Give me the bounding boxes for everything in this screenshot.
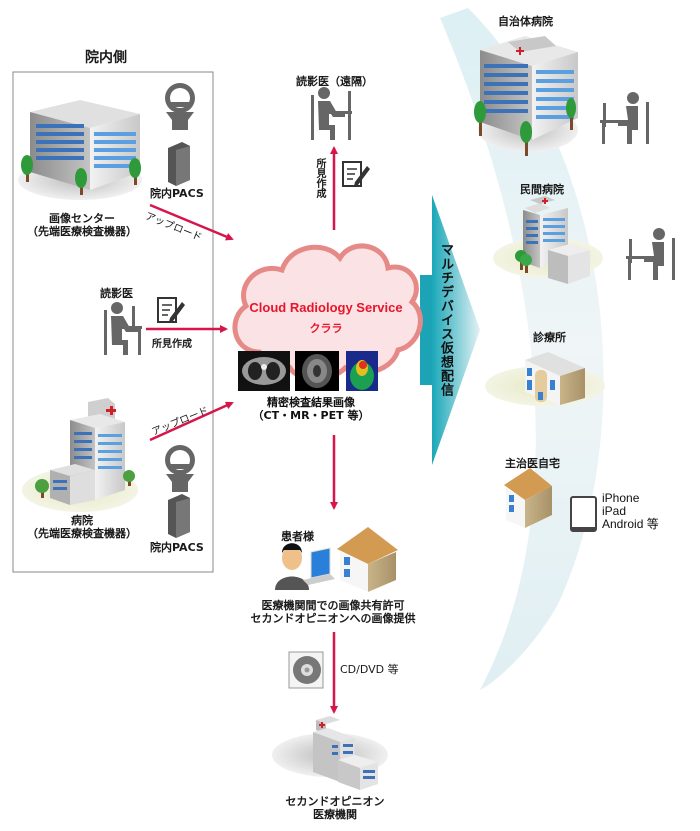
report-edit-icon <box>342 161 370 187</box>
mri-scanner-icon <box>165 83 195 130</box>
device-list: iPhone iPad Android 等 <box>602 491 659 531</box>
cloud-service-name: Cloud Radiology Service <box>249 300 403 315</box>
radiologist-desk-icon <box>104 302 142 355</box>
destination-label-municipal-hospital: 自治体病院 <box>498 15 553 28</box>
remote-radiologist-desk-icon <box>311 87 352 140</box>
second-opinion-label: セカンドオピニオン 医療機関 <box>285 795 385 821</box>
doctor-desk-icon <box>626 228 675 280</box>
report-label-remote: 所見作成 <box>314 158 325 198</box>
private-hospital-building-icon <box>493 196 603 284</box>
patient-with-laptop-icon <box>275 543 335 590</box>
tablet-device-icon <box>570 496 597 532</box>
destination-label-private-hospital: 民間病院 <box>520 183 564 196</box>
mr-scan-thumbnail <box>295 351 339 391</box>
report-edit-icon <box>157 297 185 323</box>
cd-dvd-icon <box>288 651 324 689</box>
pacs-label-bottom: 院内PACS <box>150 541 204 554</box>
doctor-desk-icon <box>600 92 649 144</box>
hospital-building-icon <box>22 398 138 512</box>
multi-device-distribution-label: マルチデバイス仮想配信 <box>438 243 453 397</box>
destination-label-clinic: 診療所 <box>533 331 566 344</box>
municipal-hospital-building-icon <box>474 36 578 156</box>
imaging-center-label: 画像センター （先端医療検査機器） <box>27 212 137 238</box>
upload-arrow-bottom <box>149 401 234 442</box>
doctor-home-icon <box>504 468 552 528</box>
destination-label-doctor-home: 主治医自宅 <box>505 457 560 470</box>
in-hospital-title: 院内側 <box>85 50 127 66</box>
distribution-arrow <box>432 195 480 465</box>
in-hospital-box <box>12 71 214 573</box>
scan-images-caption: 精密検査結果画像 （CT・MR・PET 等） <box>252 396 370 422</box>
patient-label: 患者様 <box>281 530 314 543</box>
upload-arrow-top <box>149 203 234 241</box>
pacs-server-icon <box>168 142 190 186</box>
remote-radiologist-label: 読影医（遠隔） <box>296 75 373 88</box>
clinic-building-icon <box>485 352 605 406</box>
patient-caption: 医療機関間での画像共有許可 セカンドオピニオンへの画像提供 <box>250 599 416 625</box>
patient-home-icon <box>337 527 398 592</box>
imaging-center-building-icon <box>18 100 142 200</box>
distribution-arrow-stem <box>420 275 432 385</box>
second-opinion-hospital-icon <box>272 716 388 790</box>
mri-scanner-icon <box>165 445 195 492</box>
report-label-left: 所見作成 <box>152 339 192 350</box>
hospital-label: 病院 （先端医療検査機器） <box>27 514 137 540</box>
cloud-brand-name: クララ <box>309 322 343 335</box>
pacs-label-top: 院内PACS <box>150 187 204 200</box>
radiologist-label: 読影医 <box>100 287 133 300</box>
pet-scan-thumbnail <box>346 351 378 391</box>
ct-scan-thumbnail <box>238 351 290 391</box>
pacs-server-icon <box>168 494 190 538</box>
distribution-arc <box>440 8 604 690</box>
cd-dvd-label: CD/DVD 等 <box>340 663 399 676</box>
